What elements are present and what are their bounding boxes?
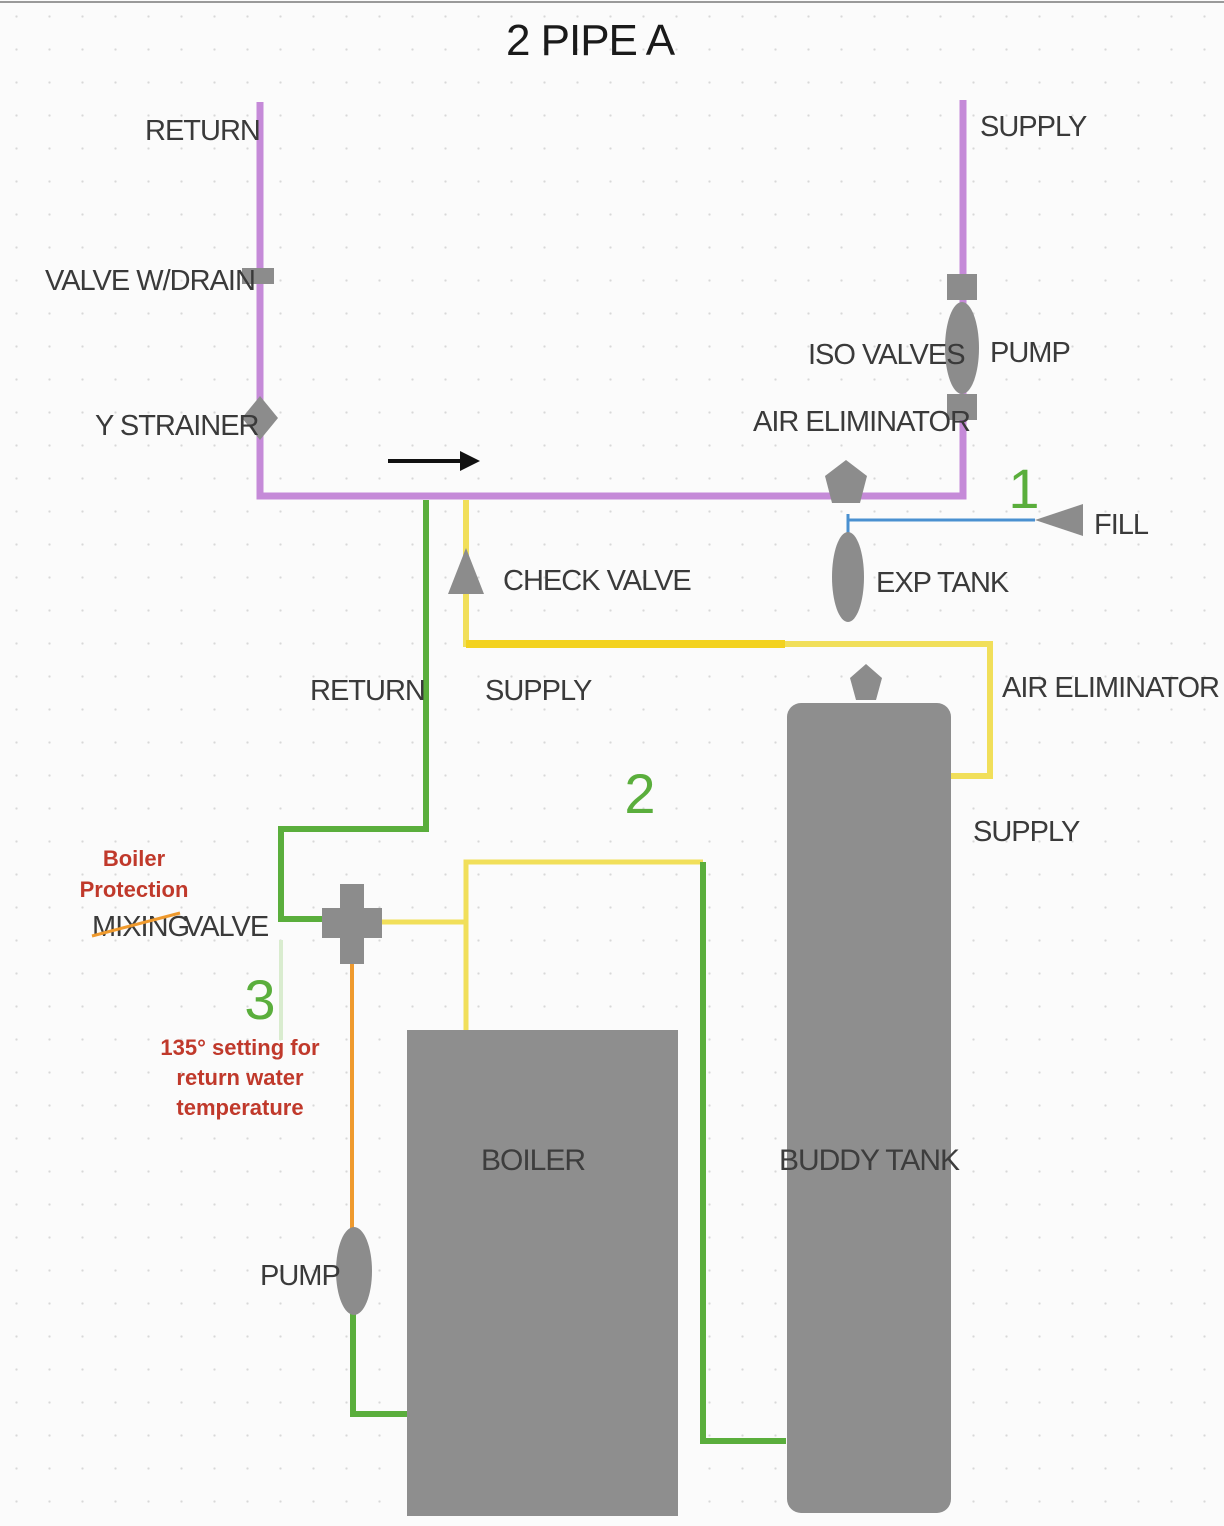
air-eliminator-top-icon (825, 460, 867, 503)
marker-3: 3 (244, 968, 275, 1031)
flow-arrow-icon (388, 451, 480, 471)
supply-right-label: SUPPLY (973, 816, 1080, 848)
buddy-tank (787, 703, 951, 1513)
air-eliminator-top-label: AIR ELIMINATOR (753, 406, 970, 438)
pump-top-icon (945, 302, 979, 394)
iso-valves-label: ISO VALVES (808, 339, 965, 371)
pump-bottom-label: PUMP (260, 1260, 340, 1292)
buddy-tank-label: BUDDY TANK (779, 1144, 960, 1177)
fill-label: FILL (1094, 509, 1149, 541)
return-pipe (278, 500, 786, 1444)
valve-with-drain-icon (242, 268, 274, 284)
fill-pipe (846, 514, 1035, 534)
y-strainer-label: Y STRAINER (95, 410, 259, 442)
check-valve-icon (448, 548, 484, 594)
pump-bottom-icon (336, 1227, 372, 1315)
marker-1: 1 (1008, 457, 1039, 520)
fill-valve-icon (1035, 504, 1083, 536)
y-strainer-icon (242, 396, 278, 440)
check-valve-label: CHECK VALVE (503, 565, 691, 597)
air-eliminator-right-label: AIR ELIMINATOR (1002, 672, 1219, 704)
setting-line1: 135° setting for (160, 1035, 320, 1060)
mixing-struck-label: MIXING (92, 911, 189, 943)
strike-through-line (91, 911, 181, 938)
boiler-label: BOILER (481, 1144, 585, 1177)
return-top-label: RETURN (145, 115, 260, 147)
setting-line2: return water (176, 1065, 304, 1090)
diagram-title: 2 PIPE A (506, 16, 676, 65)
air-eliminator-tank-icon (850, 664, 882, 700)
boiler-protection-line2: Protection (80, 877, 189, 902)
supply-pipe-upper (463, 500, 993, 779)
boiler (407, 1030, 678, 1516)
supply-top-label: SUPPLY (980, 111, 1087, 143)
supply-pipe-lower (380, 859, 703, 1032)
setting-line3: temperature (176, 1095, 303, 1120)
marker-2: 2 (624, 762, 655, 825)
exp-tank-icon (832, 532, 864, 622)
iso-valves-icon (947, 274, 977, 420)
exp-tank-label: EXP TANK (876, 567, 1010, 599)
boiler-protection-line1: Boiler (103, 846, 166, 871)
valve-drain-label: VALVE W/DRAIN (45, 265, 255, 297)
pump-top-label: PUMP (990, 337, 1070, 369)
supply-mid-label: SUPPLY (485, 675, 592, 707)
return-mid-label: RETURN (310, 675, 425, 707)
mixing-valve-icon (322, 884, 382, 964)
valve-label: VALVE (184, 911, 269, 943)
